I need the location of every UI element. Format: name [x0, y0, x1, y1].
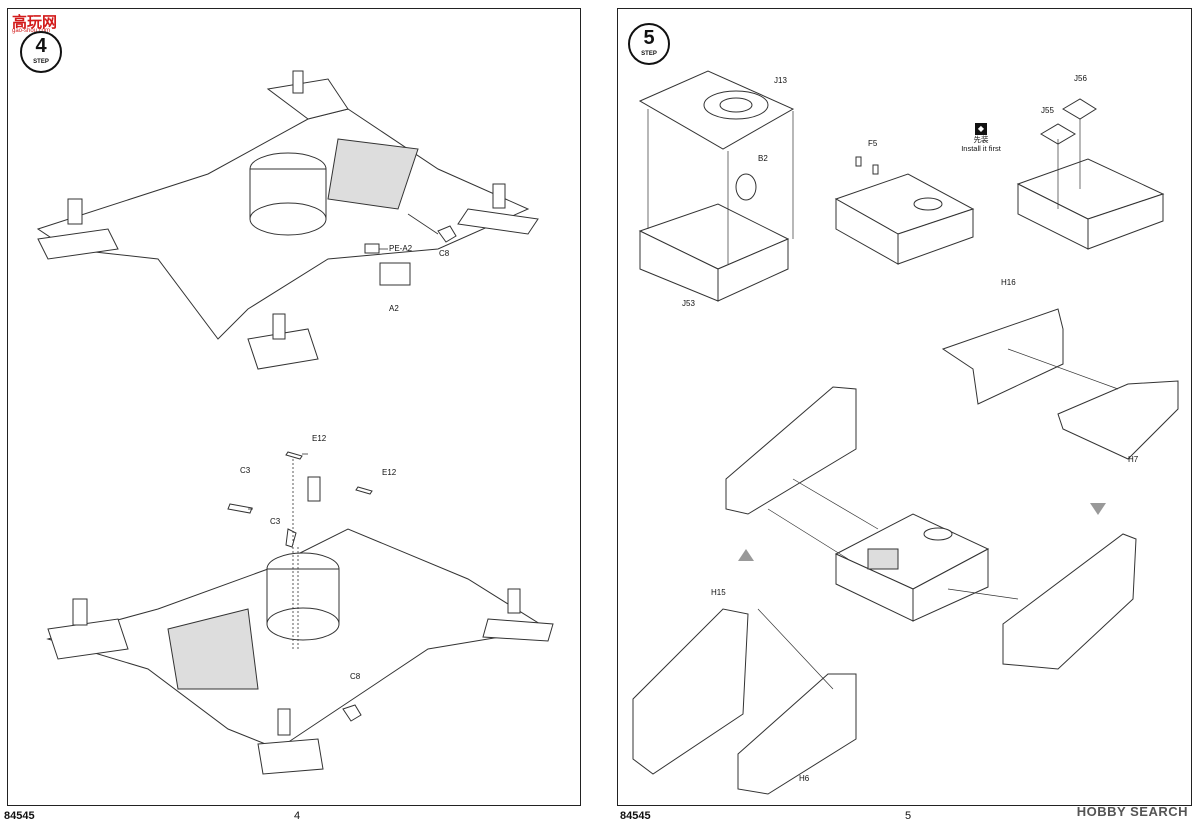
label-e12-a: E12	[312, 434, 327, 443]
right-side-panel-drawing	[1002, 533, 1137, 670]
right-diagram	[632, 70, 1179, 795]
step-5-badge: 5 STEP	[628, 23, 670, 65]
right-footer-code: 84545	[620, 810, 651, 822]
watermark-logo: 高玩网 gao-shou.com	[12, 11, 82, 34]
part-c8-lower-drawing	[342, 704, 362, 722]
part-f5-a-drawing	[855, 156, 862, 167]
label-h6: H6	[799, 774, 810, 783]
left-footer-code: 84545	[4, 810, 35, 822]
hobby-search-watermark: HOBBY SEARCH	[1076, 804, 1188, 819]
step-word: STEP	[33, 59, 49, 65]
left-instruction-page: 高玩网 gao-shou.com 4 STEP	[7, 8, 581, 806]
watermark-url: gao-shou.com	[12, 28, 51, 34]
label-j56: J56	[1074, 74, 1087, 83]
step-number: 5	[643, 27, 655, 49]
install-first-cn: 先装	[973, 135, 989, 144]
label-f5: F5	[868, 139, 878, 148]
arrow-down-icon	[1090, 503, 1106, 515]
label-j55: J55	[1041, 106, 1054, 115]
label-pe-a2: PE-A2	[389, 244, 413, 253]
left-page-number: 4	[294, 810, 301, 822]
step-word: STEP	[641, 51, 657, 57]
label-c3-a: C3	[240, 466, 251, 475]
part-h16-drawing	[941, 308, 1064, 405]
j55-j56-subassembly-drawing	[1016, 158, 1165, 250]
install-first-note: ◆ 先装 Install it first	[951, 123, 1011, 153]
label-j53: J53	[682, 299, 695, 308]
center-hull-drawing	[834, 513, 990, 622]
part-e12-a-drawing	[285, 451, 303, 460]
label-j13: J13	[774, 76, 787, 85]
part-c3-a-drawing	[227, 503, 253, 514]
step-number: 4	[35, 35, 47, 57]
part-j56-drawing	[1062, 98, 1097, 120]
label-h7: H7	[1128, 455, 1139, 464]
right-instruction-page: 5 STEP	[617, 8, 1192, 806]
upper-chassis-drawing	[36, 70, 539, 370]
part-h7-drawing	[1057, 380, 1179, 460]
f5-subassembly-drawing	[834, 173, 975, 265]
label-c8-bottom: C8	[350, 672, 361, 681]
part-c8-drawing	[437, 225, 457, 243]
label-h16: H16	[1001, 278, 1016, 287]
part-h15-drawing	[632, 608, 749, 775]
lower-chassis-drawing	[46, 476, 554, 775]
part-a2-drawing	[379, 262, 411, 286]
install-first-icon: ◆	[975, 123, 987, 135]
part-f5-b-drawing	[872, 164, 879, 175]
label-c8-top: C8	[439, 249, 450, 258]
part-pe-a2-drawing	[364, 243, 380, 254]
install-first-en: Install it first	[961, 144, 1001, 153]
left-diagram	[36, 70, 554, 775]
part-c3-b-drawing	[285, 528, 297, 548]
part-b2-drawing	[735, 173, 757, 201]
part-j53-drawing	[638, 203, 790, 302]
part-e12-b-drawing	[355, 486, 373, 495]
right-page-number: 5	[905, 810, 912, 822]
watermark-title: 高玩网	[12, 14, 58, 31]
label-h15: H15	[711, 588, 726, 597]
label-c3-b: C3	[270, 517, 281, 526]
upper-side-panel-drawing	[725, 386, 857, 515]
label-b2: B2	[758, 154, 768, 163]
arrow-up-icon	[738, 549, 754, 561]
part-h6-drawing	[737, 673, 857, 795]
part-j55-drawing	[1040, 123, 1076, 145]
label-a2: A2	[389, 304, 399, 313]
step-4-badge: 4 STEP	[20, 31, 62, 73]
label-e12-b: E12	[382, 468, 397, 477]
